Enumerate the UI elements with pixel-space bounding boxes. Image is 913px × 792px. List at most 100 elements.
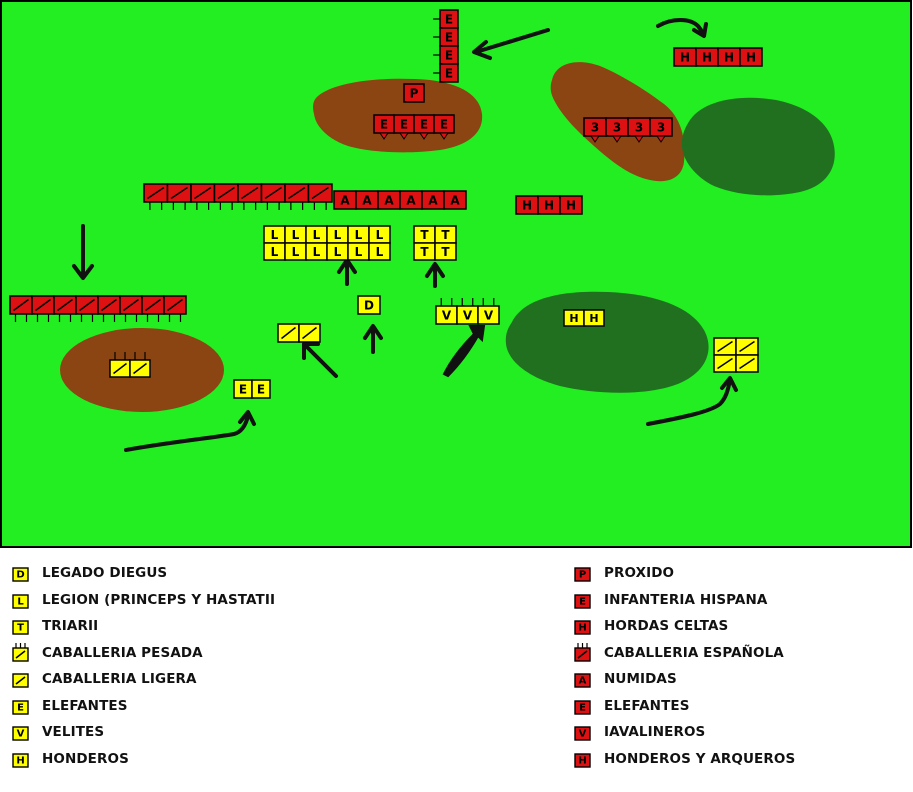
- unit-counter-cab_espanola: [9, 295, 33, 315]
- svg-text:E: E: [445, 13, 453, 27]
- unit-counter-javalineros: 3: [627, 117, 651, 137]
- unit-counter-cab_espanola: [163, 295, 187, 315]
- svg-text:T: T: [420, 245, 429, 259]
- svg-text:3: 3: [591, 121, 599, 135]
- unit-counter-cab_espanola: [141, 295, 165, 315]
- unit-counter-hordas: H: [717, 47, 741, 67]
- svg-text:H: H: [724, 51, 734, 65]
- unit-counter-legion: L: [347, 242, 370, 261]
- proxido-icon: P: [574, 567, 591, 582]
- units-cab-ligera-center: [277, 323, 321, 343]
- unit-counter-cab_ligera: [277, 323, 300, 343]
- unit-counter-legion: L: [284, 242, 307, 261]
- arrow-legado-up: [363, 324, 383, 354]
- legend-label: ELEFANTES: [604, 697, 690, 714]
- legend-label: CABALLERIA LIGERA: [42, 671, 197, 688]
- cab_pesada-icon: [12, 642, 29, 662]
- legend-label: VELITES: [42, 724, 105, 741]
- svg-text:3: 3: [613, 121, 621, 135]
- svg-text:L: L: [313, 228, 321, 242]
- legend-label: CABALLERIA PESADA: [42, 644, 203, 661]
- units-proxido: P: [403, 83, 425, 103]
- svg-text:T: T: [441, 228, 450, 242]
- svg-text:H: H: [680, 51, 690, 65]
- arrow-cab-pesada-right: [646, 376, 738, 426]
- legend-label: ELEFANTES: [42, 697, 128, 714]
- legend-label: LEGADO DIEGUS: [42, 565, 168, 582]
- arrow-cab-ligera: [302, 342, 338, 378]
- svg-text:A: A: [362, 194, 372, 208]
- unit-counter-cab_espanola: [75, 295, 99, 315]
- triarii-icon: T: [12, 620, 29, 635]
- unit-counter-triarii: T: [434, 242, 457, 261]
- unit-counter-hordas: H: [673, 47, 697, 67]
- svg-text:E: E: [420, 118, 428, 132]
- svg-text:A: A: [340, 194, 350, 208]
- unit-counter-legion: L: [305, 242, 328, 261]
- unit-counter-legion: L: [326, 225, 349, 244]
- unit-counter-cab_espanola: [284, 183, 310, 203]
- velites-icon: V: [12, 726, 29, 741]
- svg-text:E: E: [445, 31, 453, 45]
- elefantes-icon: E: [12, 700, 29, 715]
- numidas-icon: A: [574, 673, 591, 688]
- unit-counter-cab_espanola: [213, 183, 239, 203]
- legend-item-triarii: T TRIARII: [12, 613, 275, 640]
- unit-counter-cab_espanola: [31, 295, 55, 315]
- unit-counter-numidas: A: [399, 190, 423, 210]
- svg-text:E: E: [400, 118, 408, 132]
- unit-counter-cab_espanola: [166, 183, 192, 203]
- unit-counter-legado: D: [357, 295, 381, 315]
- unit-counter-cab_pesada: [109, 359, 131, 378]
- unit-cab-ligera-right: [713, 337, 759, 373]
- svg-text:A: A: [450, 194, 460, 208]
- unit-counter-hordas: H: [695, 47, 719, 67]
- unit-counter-cab_ligera: [735, 354, 759, 373]
- legend-label: TRIARII: [42, 618, 99, 635]
- unit-counter-velites: V: [477, 305, 500, 325]
- svg-text:A: A: [579, 676, 587, 687]
- unit-counter-inf_hispana: E: [439, 63, 459, 83]
- unit-counter-inf_hispana: E: [439, 27, 459, 47]
- units-cab-espanola-left: [9, 295, 187, 322]
- unit-counter-javalineros: E: [413, 114, 435, 134]
- arrow-triarii-up: [425, 262, 445, 288]
- cab_espanola-icon: [574, 642, 591, 662]
- svg-text:H: H: [16, 755, 24, 766]
- forest-right: [681, 97, 835, 196]
- unit-counter-numidas: A: [443, 190, 467, 210]
- unit-counter-javalineros: 3: [649, 117, 673, 137]
- honderos_arqueros-icon: H: [574, 753, 591, 768]
- units-cab-ligera-right-row2: [713, 354, 759, 373]
- elefantes-icon: E: [574, 700, 591, 715]
- unit-counter-legion: L: [368, 242, 391, 261]
- svg-text:L: L: [355, 245, 363, 259]
- unit-counter-numidas: A: [355, 190, 379, 210]
- svg-text:H: H: [544, 199, 554, 213]
- svg-text:A: A: [428, 194, 438, 208]
- inf_hispana-icon: E: [574, 594, 591, 609]
- unit-counter-cab_ligera: [713, 337, 737, 356]
- svg-text:E: E: [380, 118, 388, 132]
- unit-counter-cab_espanola: [190, 183, 216, 203]
- unit-counter-legion: L: [368, 225, 391, 244]
- unit-counter-cab_ligera: [713, 354, 737, 373]
- unit-counter-honderos_arqueros: H: [515, 195, 539, 215]
- svg-text:E: E: [17, 702, 24, 713]
- svg-text:L: L: [376, 245, 384, 259]
